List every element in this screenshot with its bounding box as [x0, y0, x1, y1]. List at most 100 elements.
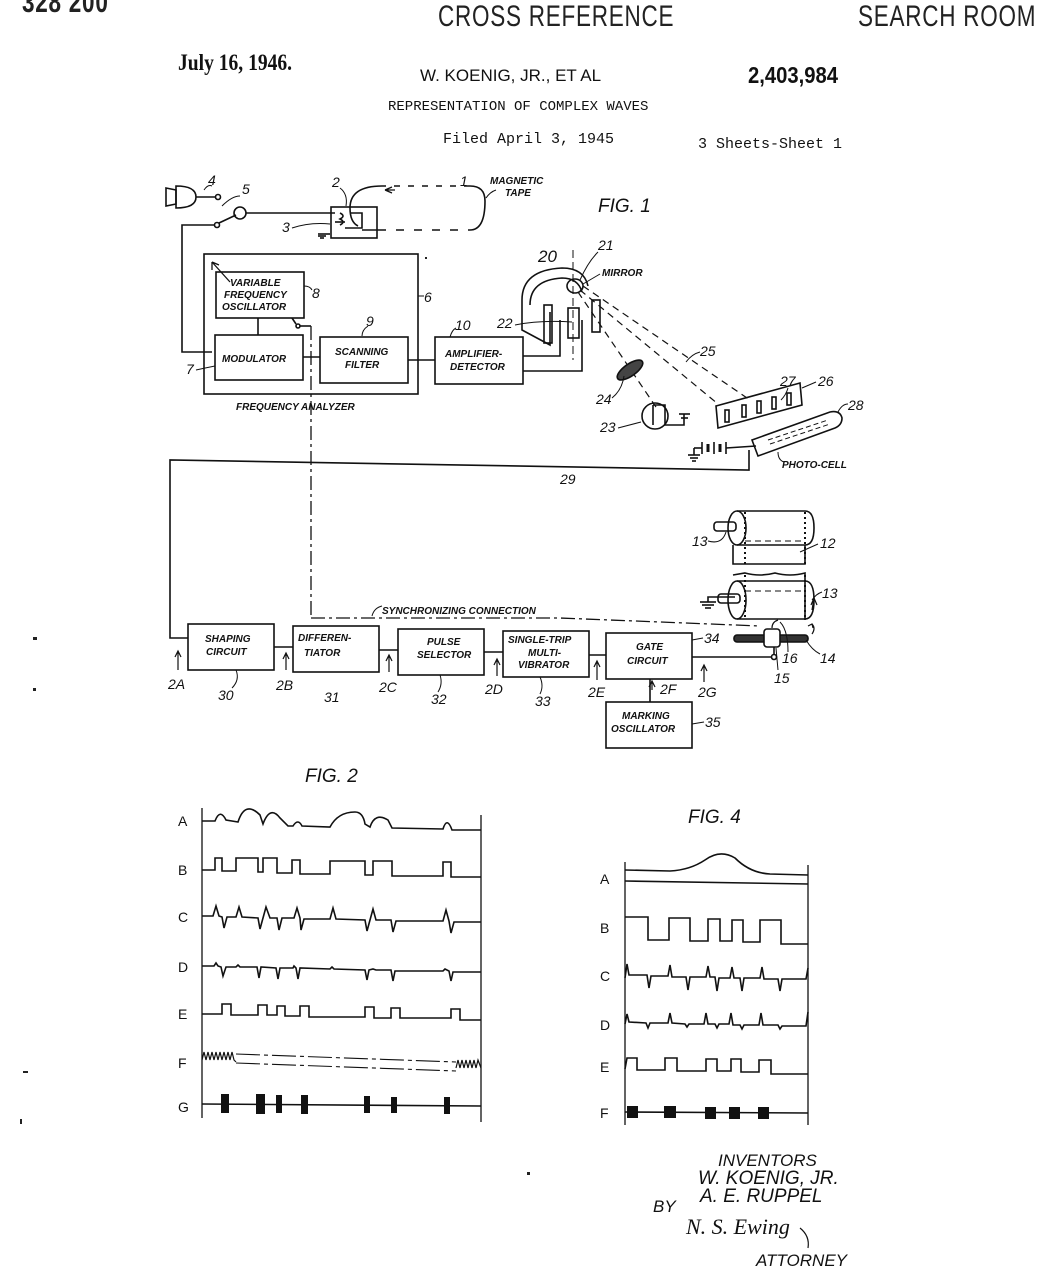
fig2-row-label-b: B — [178, 862, 187, 878]
photo-cell-label: PHOTO-CELL — [782, 460, 847, 471]
corner-stamp: 328 200 — [22, 0, 109, 19]
ref-2: 2 — [331, 174, 340, 190]
marking-label-1: MARKING — [622, 711, 670, 722]
ref-12: 12 — [820, 535, 836, 551]
slotted-plate — [715, 381, 803, 430]
photo-cell — [688, 410, 843, 462]
fig1-title: FIG. 1 — [598, 196, 651, 217]
fig2-wave-b — [202, 857, 481, 878]
patent-title: REPRESENTATION OF COMPLEX WAVES — [388, 99, 649, 115]
scanning-label-1: SCANNING — [335, 347, 389, 358]
fig1-circuit-chain: SYNCHRONIZING CONNECTION SHAPING CIRCUIT… — [167, 510, 838, 749]
fig4-row-label-e: E — [600, 1059, 609, 1075]
amplifier-label-1: AMPLIFIER- — [444, 349, 503, 360]
pulse-label-2: SELECTOR — [417, 650, 472, 661]
ref-22: 22 — [496, 315, 513, 331]
recording-drum-lower — [700, 571, 818, 620]
point-2a: 2A — [167, 676, 185, 692]
point-2b: 2B — [275, 677, 293, 693]
fig2-row-label-d: D — [178, 959, 188, 975]
ref-31: 31 — [324, 689, 340, 705]
scan-specks — [20, 257, 530, 1175]
ref-10: 10 — [455, 317, 471, 333]
block-amplifier-detector — [434, 336, 524, 385]
fig4-wave-d — [624, 1011, 809, 1031]
ref-9: 9 — [366, 313, 374, 329]
differentiator-label-1: DIFFEREN- — [298, 633, 352, 644]
fig1-diagram: FIG. 1 4 5 2 — [165, 172, 864, 639]
ref-13-upper: 13 — [692, 533, 708, 549]
recording-head — [318, 206, 378, 239]
lead-screw — [733, 619, 815, 655]
single-trip-label-3: VIBRATOR — [518, 660, 570, 671]
marking-label-2: OSCILLATOR — [611, 724, 676, 735]
fig4-wave-a — [624, 853, 809, 876]
fig2-title: FIG. 2 — [305, 766, 358, 787]
ref-27: 27 — [779, 373, 797, 389]
shaping-label-1: SHAPING — [205, 634, 251, 645]
ref-4: 4 — [208, 172, 216, 188]
ref-16: 16 — [782, 650, 798, 666]
pulse-label-1: PULSE — [427, 637, 461, 648]
fig2-row-label-a: A — [178, 813, 188, 829]
block-gate-circuit — [605, 632, 693, 680]
ref-1: 1 — [460, 173, 468, 189]
ref-35: 35 — [705, 714, 721, 730]
fig4-row-label-f: F — [600, 1105, 609, 1121]
galvanometer-magnet — [521, 250, 601, 360]
vfo-label-3: OSCILLATOR — [222, 302, 287, 313]
recording-drum-upper — [713, 510, 815, 565]
point-2g: 2G — [697, 684, 717, 700]
inventor-2-name: A. E. RUPPEL — [699, 1186, 823, 1207]
ref-15: 15 — [774, 670, 790, 686]
amplifier-label-2: DETECTOR — [450, 362, 506, 373]
point-2d: 2D — [484, 681, 503, 697]
frequency-analyzer-label: FREQUENCY ANALYZER — [236, 402, 355, 413]
ref-13-lower: 13 — [822, 585, 838, 601]
fig4-row-label-d: D — [600, 1017, 610, 1033]
lamp-icon — [641, 402, 690, 430]
ref-29: 29 — [559, 471, 576, 487]
block-differentiator — [292, 625, 380, 673]
vfo-label-2: FREQUENCY — [224, 290, 288, 301]
cross-reference-stamp: CROSS REFERENCE — [438, 0, 675, 33]
search-room-stamp: SEARCH ROOM — [858, 0, 1037, 33]
attorney-label: ATTORNEY — [755, 1251, 849, 1270]
differentiator-label-2: TIATOR — [304, 648, 341, 659]
fig4-wave-f — [624, 1111, 809, 1114]
ref-6: 6 — [424, 289, 432, 305]
by-label: BY — [653, 1197, 677, 1216]
fig2-wave-f — [201, 1051, 237, 1063]
single-trip-label-2: MULTI- — [528, 648, 562, 659]
ref-23: 23 — [599, 419, 616, 435]
synchronizing-label: SYNCHRONIZING CONNECTION — [382, 606, 537, 617]
inventor-1-name: W. KOENIG, JR. — [698, 1168, 839, 1189]
fig2-wave-d — [202, 961, 481, 982]
ref-25: 25 — [699, 343, 716, 359]
fig2-wave-g — [201, 1103, 482, 1107]
fig2-row-label-g: G — [178, 1099, 189, 1115]
switch-icon — [213, 206, 335, 229]
fig2-waveforms: FIG. 2 A B C D E F G — [178, 766, 482, 1122]
fig4-wave-c — [624, 963, 809, 992]
patent-number: 2,403,984 — [748, 62, 839, 88]
fig4-waveforms: FIG. 4 A B C D E F — [600, 807, 809, 1125]
fig4-wave-b — [625, 916, 808, 945]
scanning-label-2: FILTER — [345, 360, 380, 371]
vfo-label-1: VARIABLE — [230, 278, 281, 289]
ref-28: 28 — [847, 397, 864, 413]
ref-8: 8 — [312, 285, 320, 301]
filed-date: Filed April 3, 1945 — [443, 131, 615, 148]
ref-30: 30 — [218, 687, 234, 703]
microphone-icon — [165, 185, 222, 209]
gate-label-1: GATE — [636, 642, 663, 653]
fig4-row-label-a: A — [600, 871, 610, 887]
fig4-title: FIG. 4 — [688, 807, 741, 828]
block-single-trip — [502, 630, 590, 678]
magnetic-label-line1: MAGNETIC — [490, 176, 544, 187]
ref-33: 33 — [535, 693, 551, 709]
point-2f: 2F — [659, 681, 678, 697]
fig2-row-label-f: F — [178, 1055, 187, 1071]
ref-7: 7 — [186, 361, 195, 377]
